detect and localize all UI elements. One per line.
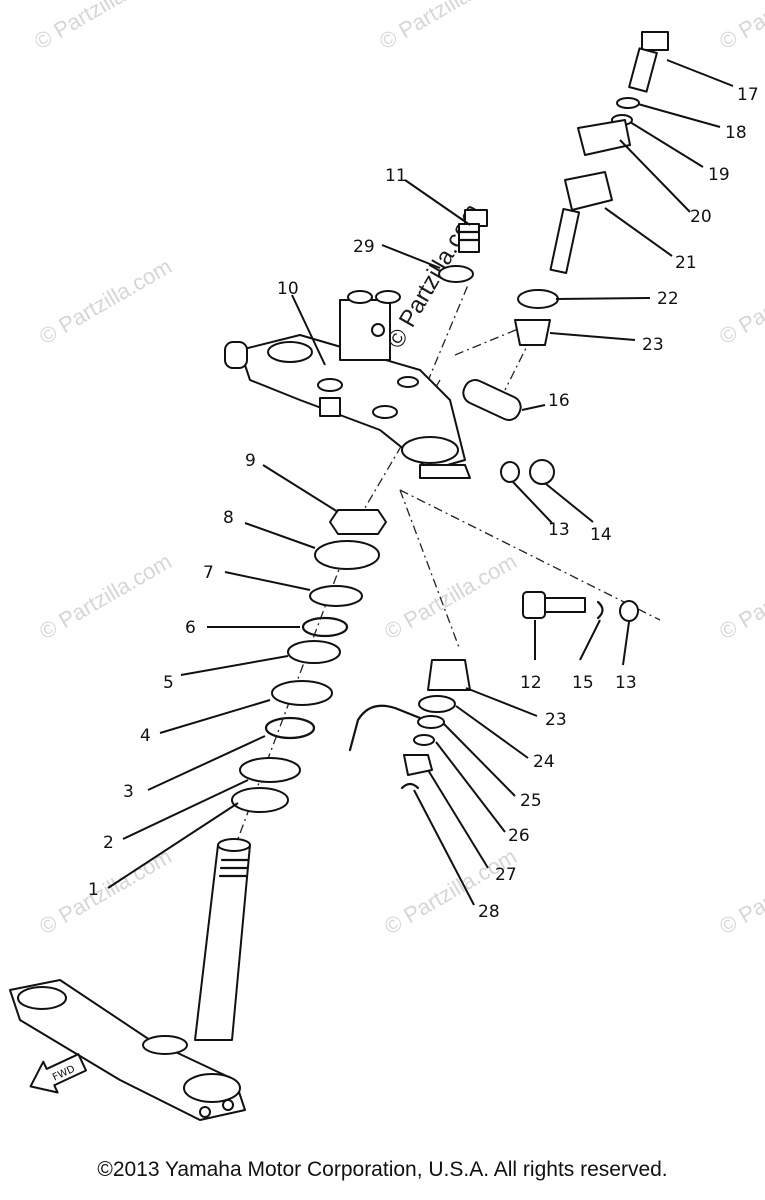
callout-label: 5 bbox=[163, 673, 174, 693]
race-4 bbox=[271, 680, 333, 706]
cap-16 bbox=[462, 379, 522, 421]
cover-8 bbox=[314, 540, 380, 570]
clip-28 bbox=[400, 782, 420, 790]
washer-24 bbox=[418, 695, 456, 713]
callout-label: 27 bbox=[495, 865, 517, 885]
washer-15 bbox=[596, 600, 604, 620]
callouts: 1 2 3 4 5 6 7 8 9 10 11 12 13 13 14 15 1… bbox=[88, 85, 759, 922]
fwd-arrow: FWD bbox=[29, 1053, 87, 1094]
holder-assembly bbox=[549, 31, 669, 274]
callout-label: 11 bbox=[385, 166, 407, 186]
callout-label: 24 bbox=[533, 752, 555, 772]
callout-label: 8 bbox=[223, 508, 234, 528]
callout-label: 23 bbox=[545, 710, 567, 730]
callout-label: 23 bbox=[642, 335, 664, 355]
washer-13-lower bbox=[619, 600, 639, 622]
copyright-notice: ©2013 Yamaha Motor Corporation, U.S.A. A… bbox=[97, 1158, 668, 1181]
watermark: © Partzilla.com bbox=[715, 549, 765, 645]
steering-exploded-diagram: © Partzilla.com © Partzilla.com © Partzi… bbox=[9, 0, 765, 1121]
callout-label: 4 bbox=[140, 726, 151, 746]
watermark: © Partzilla.com bbox=[715, 254, 765, 350]
washer-22 bbox=[517, 289, 559, 309]
washer-29 bbox=[438, 265, 474, 283]
under-bracket-stem bbox=[9, 838, 251, 1121]
callout-label: 1 bbox=[88, 880, 99, 900]
ball-bearing-3 bbox=[264, 716, 316, 740]
washer-26 bbox=[413, 734, 435, 746]
washer-7 bbox=[309, 585, 363, 607]
cushion-23-lower bbox=[427, 659, 471, 691]
leader-lines bbox=[107, 59, 734, 906]
callout-label: 29 bbox=[353, 237, 375, 257]
washer-25 bbox=[417, 715, 445, 729]
callout-label: 17 bbox=[737, 85, 759, 105]
callout-label: 28 bbox=[478, 902, 500, 922]
watermark: © Partzilla.com bbox=[35, 549, 176, 645]
nut-14 bbox=[529, 459, 555, 485]
callout-label: 9 bbox=[245, 451, 256, 471]
callout-label: 18 bbox=[725, 123, 747, 143]
bolt-12 bbox=[522, 591, 586, 619]
cushion-23-upper bbox=[514, 319, 551, 346]
race-3 bbox=[239, 757, 301, 783]
nut-9 bbox=[329, 509, 387, 535]
callout-label: 3 bbox=[123, 782, 134, 802]
callout-label: 2 bbox=[103, 833, 114, 853]
seal-2 bbox=[231, 787, 289, 813]
watermark: © Partzilla.com bbox=[375, 0, 516, 54]
watermark: © Partzilla.com bbox=[715, 0, 765, 54]
watermark: © Partzilla.com bbox=[30, 0, 171, 54]
callout-label: 20 bbox=[690, 207, 712, 227]
callout-label: 21 bbox=[675, 253, 697, 273]
race-5 bbox=[287, 640, 341, 664]
ball-bearing-6 bbox=[301, 616, 349, 638]
watermark: © Partzilla.com bbox=[380, 549, 521, 645]
nut-27 bbox=[403, 754, 433, 776]
callout-label: 16 bbox=[548, 391, 570, 411]
sensor-wire bbox=[348, 704, 422, 752]
callout-label: 6 bbox=[185, 618, 196, 638]
watermark-layer: © Partzilla.com © Partzilla.com © Partzi… bbox=[30, 0, 765, 939]
callout-label: 10 bbox=[277, 279, 299, 299]
callout-label: 13 bbox=[615, 673, 637, 693]
callout-label: 13 bbox=[548, 520, 570, 540]
callout-label: 22 bbox=[657, 289, 679, 309]
watermark: © Partzilla.com bbox=[715, 844, 765, 940]
callout-label: 25 bbox=[520, 791, 542, 811]
upper-bracket bbox=[224, 290, 471, 479]
callout-label: 12 bbox=[520, 673, 542, 693]
callout-label: 14 bbox=[590, 525, 612, 545]
watermark: © Partzilla.com bbox=[35, 254, 176, 350]
callout-label: 26 bbox=[508, 826, 530, 846]
washer-13-upper bbox=[500, 461, 520, 483]
callout-label: 15 bbox=[572, 673, 594, 693]
callout-label: 19 bbox=[708, 165, 730, 185]
callout-label: 7 bbox=[203, 563, 214, 583]
